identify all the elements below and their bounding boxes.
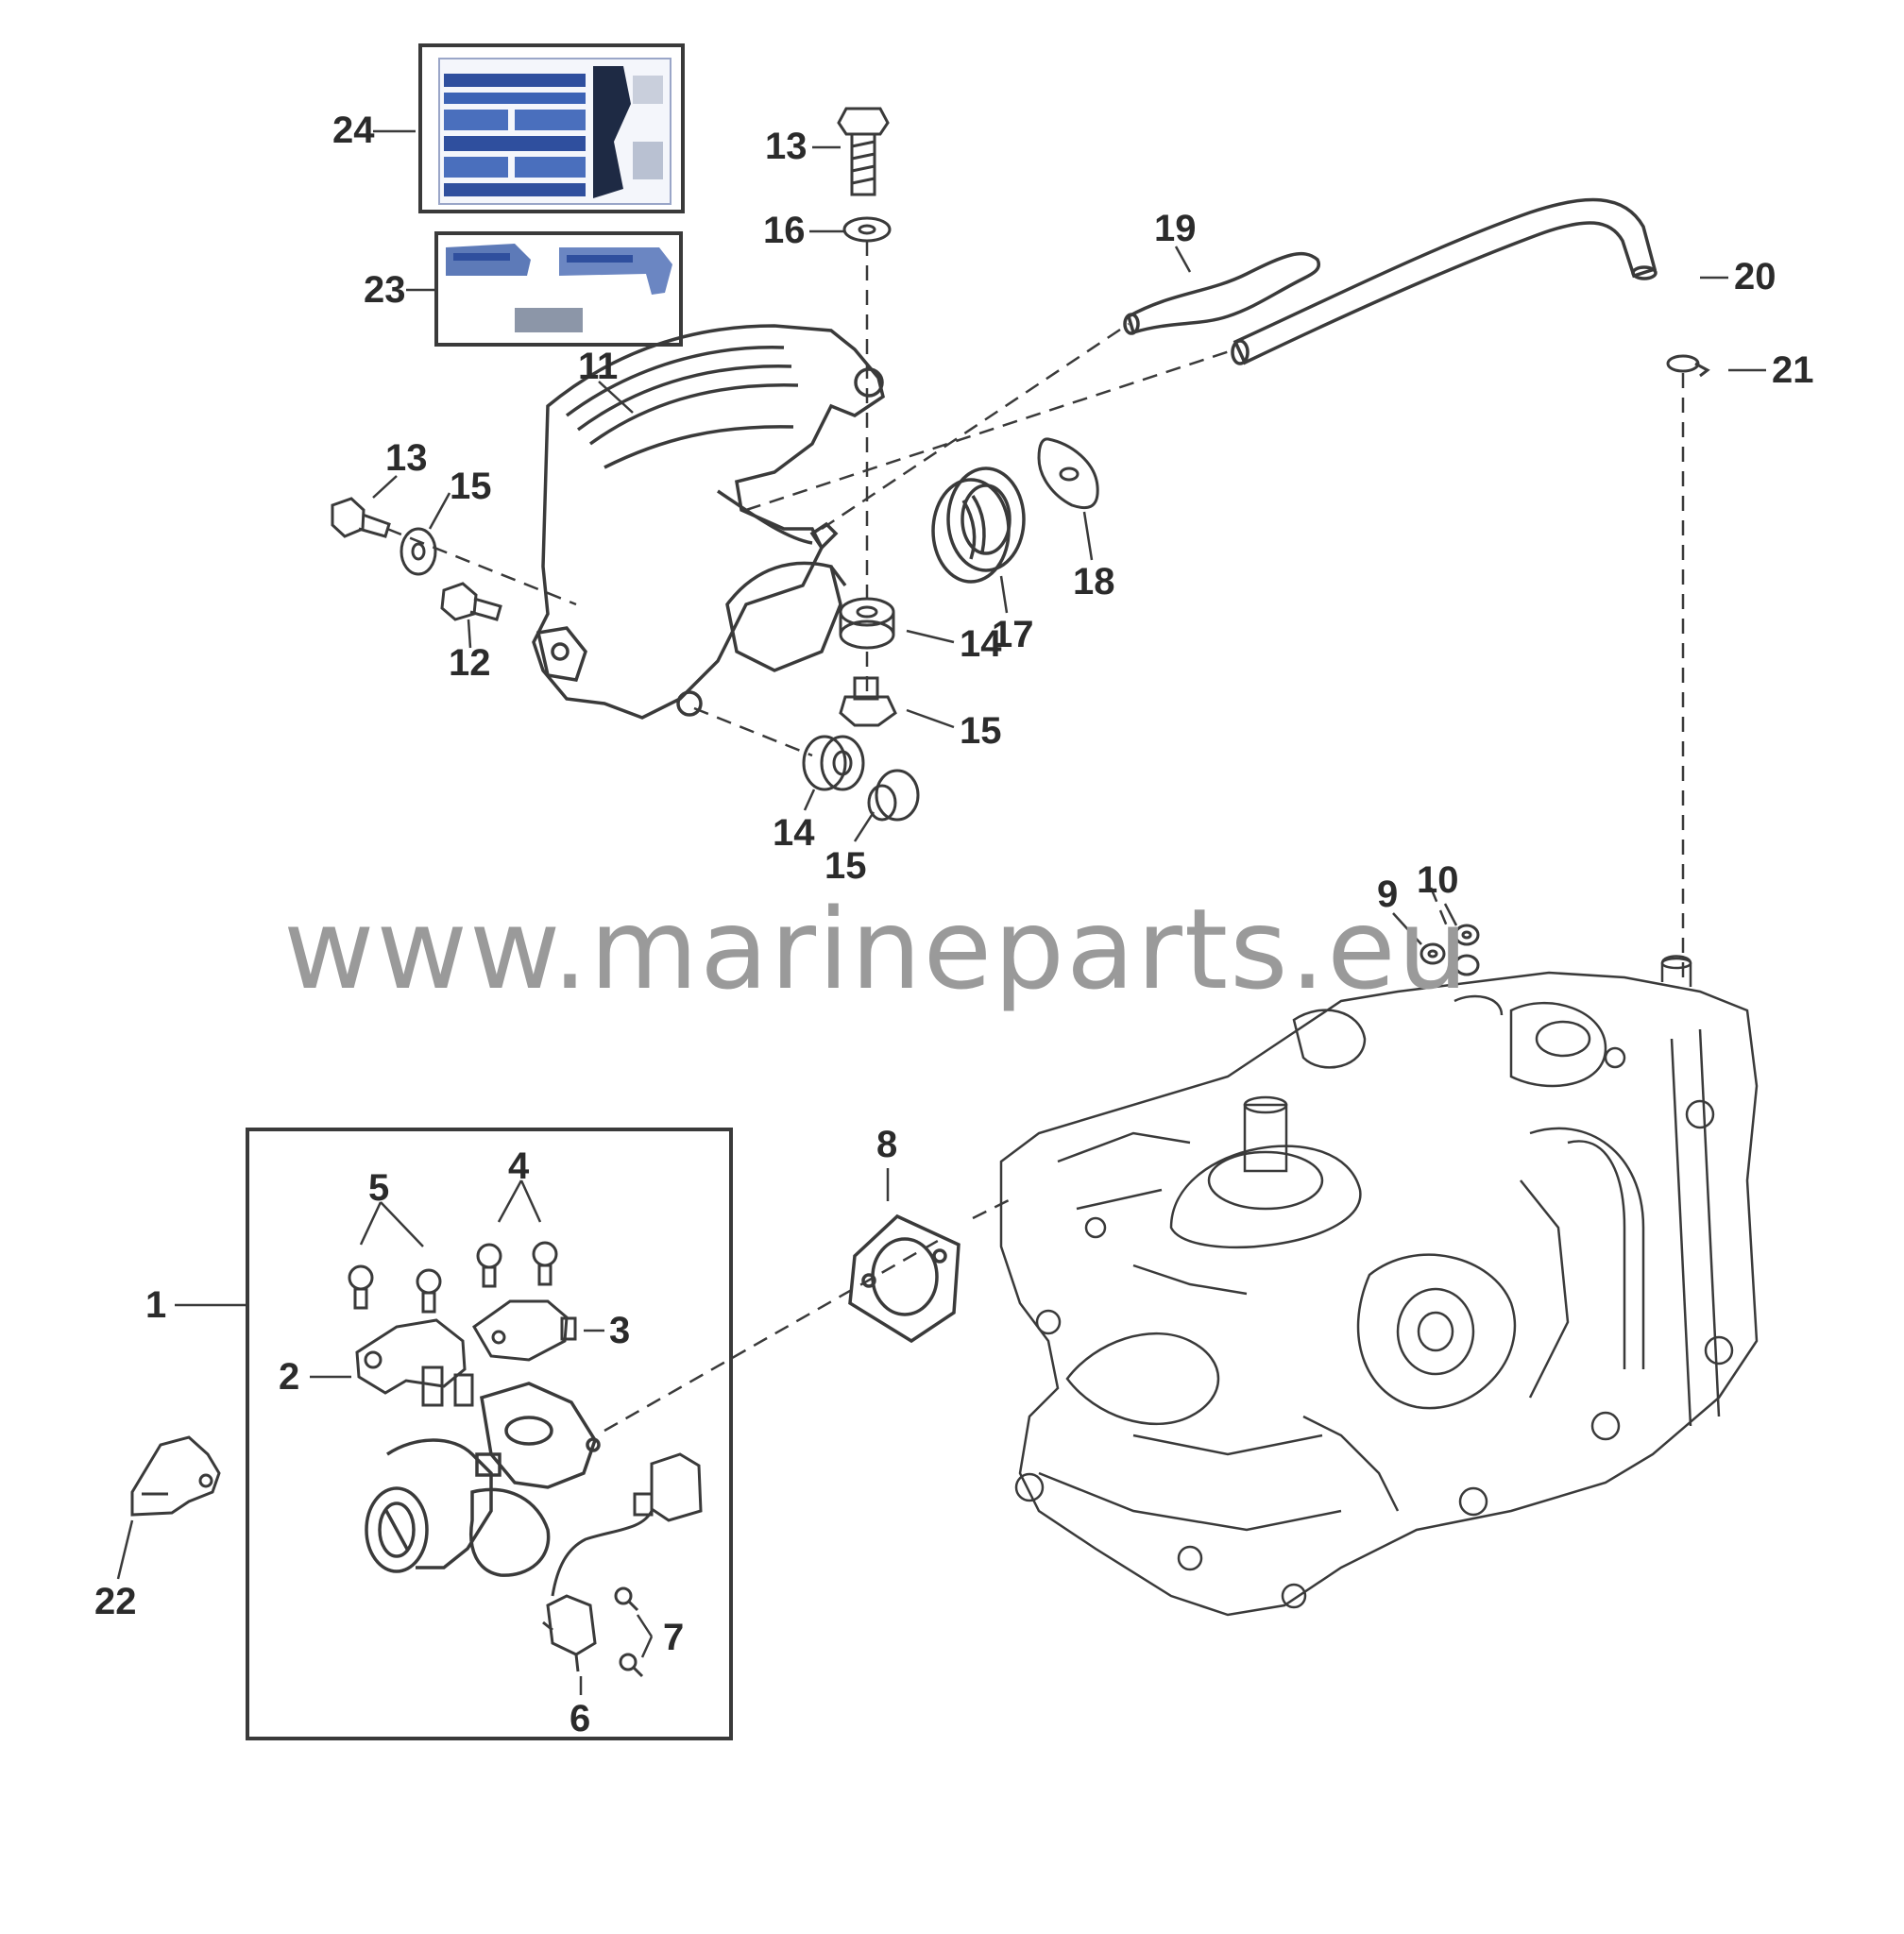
callout-11: 11 bbox=[578, 346, 619, 387]
warning-label-sheet bbox=[418, 43, 685, 213]
hose-clamp bbox=[1666, 354, 1710, 378]
callout-3: 3 bbox=[609, 1310, 631, 1351]
callout-21: 21 bbox=[1772, 349, 1814, 391]
callout-2: 2 bbox=[279, 1356, 300, 1398]
assembly-lines bbox=[386, 241, 1685, 1433]
decal-set bbox=[434, 231, 683, 347]
callout-23: 23 bbox=[364, 269, 406, 311]
callout-16: 16 bbox=[763, 210, 806, 251]
callout-15-right: 15 bbox=[960, 710, 1002, 752]
callout-6: 6 bbox=[570, 1698, 591, 1739]
screw-4-b bbox=[532, 1241, 558, 1286]
watermark-text: www.marineparts.eu bbox=[283, 884, 1470, 1014]
air-silencer-housing bbox=[532, 324, 885, 720]
throttle-body bbox=[365, 1382, 601, 1577]
callout-4: 4 bbox=[508, 1145, 530, 1187]
callout-17: 17 bbox=[992, 614, 1034, 655]
callout-24: 24 bbox=[332, 110, 375, 151]
bolt-13-top bbox=[837, 107, 890, 196]
callout-12: 12 bbox=[449, 642, 491, 684]
grommet-14-upper bbox=[839, 597, 895, 650]
washer-16 bbox=[842, 216, 892, 243]
callout-5: 5 bbox=[368, 1167, 390, 1209]
callout-15-bottom: 15 bbox=[824, 845, 867, 887]
callout-18: 18 bbox=[1073, 561, 1115, 602]
screw-4-a bbox=[476, 1243, 502, 1288]
engine-block bbox=[999, 955, 1759, 1617]
screw-5-b bbox=[416, 1268, 442, 1314]
washer-15-left bbox=[400, 527, 437, 576]
screw-7-b bbox=[619, 1653, 644, 1678]
sensor-harness-6 bbox=[542, 1452, 703, 1672]
screw-7-a bbox=[614, 1586, 639, 1612]
callout-8: 8 bbox=[876, 1124, 898, 1165]
hose-19 bbox=[1123, 251, 1320, 335]
callout-7: 7 bbox=[663, 1617, 685, 1658]
bushing-15-lower bbox=[867, 769, 920, 822]
plate-18 bbox=[1037, 437, 1099, 509]
callout-14-right: 14 bbox=[960, 623, 1002, 665]
callout-19: 19 bbox=[1154, 208, 1197, 249]
sensor-3 bbox=[472, 1299, 577, 1362]
grommet-17 bbox=[931, 467, 1026, 584]
callout-15-left: 15 bbox=[450, 466, 492, 507]
bracket-2 bbox=[355, 1318, 474, 1407]
callout-10: 10 bbox=[1417, 859, 1459, 901]
gasket-8 bbox=[848, 1213, 960, 1344]
callout-22: 22 bbox=[94, 1581, 137, 1622]
callout-13-left: 13 bbox=[385, 437, 428, 479]
callout-9: 9 bbox=[1377, 874, 1399, 915]
callout-20: 20 bbox=[1734, 256, 1776, 297]
screw-12 bbox=[440, 582, 502, 621]
assembly-1-frame bbox=[246, 1128, 733, 1740]
nut-9 bbox=[1420, 942, 1446, 965]
screw-5-a bbox=[348, 1264, 374, 1310]
bracket-22 bbox=[130, 1435, 221, 1517]
grommet-14-lower bbox=[802, 735, 865, 791]
nut-10 bbox=[1454, 924, 1480, 976]
bolt-13-left bbox=[331, 497, 391, 538]
callout-1: 1 bbox=[145, 1284, 167, 1326]
hose-20 bbox=[1231, 197, 1658, 365]
callout-14-bottom: 14 bbox=[773, 812, 815, 854]
callout-13-top: 13 bbox=[765, 126, 808, 167]
leader-lines bbox=[116, 129, 1766, 1695]
